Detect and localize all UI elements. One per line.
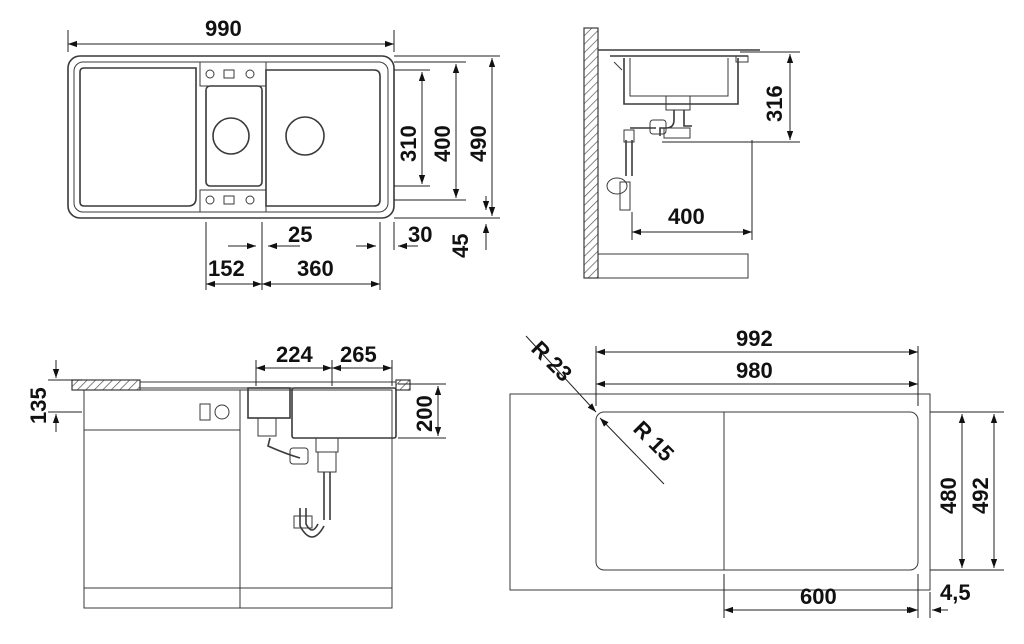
dim-152: 152 [208, 256, 245, 281]
dim-600: 600 [800, 584, 837, 609]
dim-45: 45 [448, 234, 473, 258]
dim-310: 310 [396, 125, 421, 162]
dim-224: 224 [276, 342, 313, 367]
side-view: 316 400 [583, 27, 800, 279]
dim-r15: R 15 [628, 416, 679, 467]
top-view: 990 310 400 490 45 25 30 152 [67, 16, 500, 290]
dim-135: 135 [26, 387, 51, 424]
dim-400: 400 [430, 125, 455, 162]
dim-992: 992 [736, 326, 773, 351]
dim-r23: R 23 [526, 336, 577, 387]
dim-200: 200 [412, 395, 437, 432]
dim-265: 265 [340, 342, 377, 367]
front-view: 224 265 135 200 [26, 342, 446, 609]
dim-4-5: 4,5 [940, 580, 971, 605]
dim-360: 360 [297, 256, 334, 281]
dim-490: 490 [466, 125, 491, 162]
dim-492: 492 [968, 477, 993, 514]
dim-990: 990 [205, 16, 242, 41]
dim-30: 30 [408, 222, 432, 247]
dim-980: 980 [736, 358, 773, 383]
dim-480: 480 [936, 477, 961, 514]
cutout-view: R 23 R 15 992 980 480 492 600 4,5 [509, 326, 1004, 618]
dim-25: 25 [288, 222, 312, 247]
dim-400-side: 400 [668, 204, 705, 229]
dim-316: 316 [762, 85, 787, 122]
